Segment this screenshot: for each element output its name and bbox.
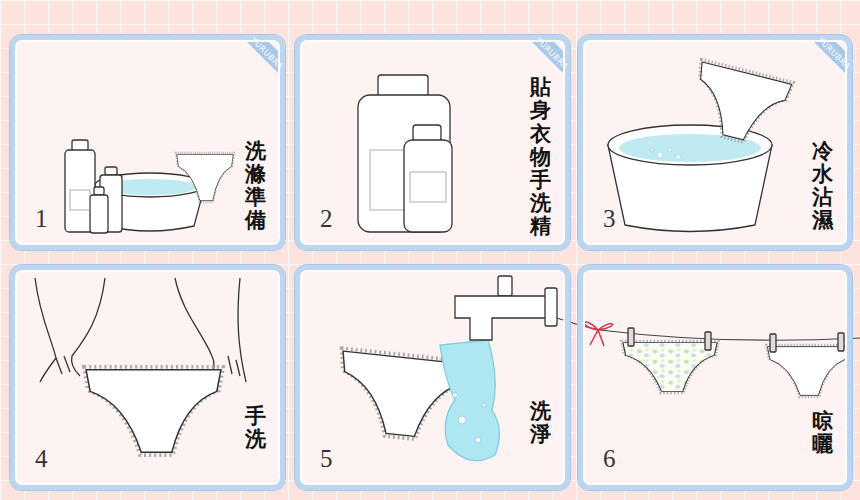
step-panel: 4 手洗 — [10, 265, 285, 490]
step-label: 冷水沾濕 — [812, 140, 833, 232]
step-label: 手洗 — [245, 405, 266, 451]
step-panel: 3 冷水沾濕 — [578, 35, 852, 250]
step-panel: 5 洗淨 — [295, 265, 570, 490]
step-panel: 2 貼身衣物手洗精 — [295, 35, 570, 250]
step-number: 4 — [35, 446, 48, 471]
step-label: 晾曬 — [812, 410, 833, 456]
step-panel: 1 洗滌準備 — [10, 35, 285, 250]
step-number: 1 — [35, 206, 48, 231]
step-number: 5 — [320, 446, 333, 471]
step-panel: 6 晾曬 — [578, 265, 852, 490]
step-label: 洗滌準備 — [245, 140, 266, 232]
step-number: 2 — [320, 206, 333, 231]
step-number: 3 — [603, 206, 616, 231]
step-label: 貼身衣物手洗精 — [530, 76, 551, 238]
step-label: 洗淨 — [530, 400, 551, 446]
step-number: 6 — [603, 446, 616, 471]
